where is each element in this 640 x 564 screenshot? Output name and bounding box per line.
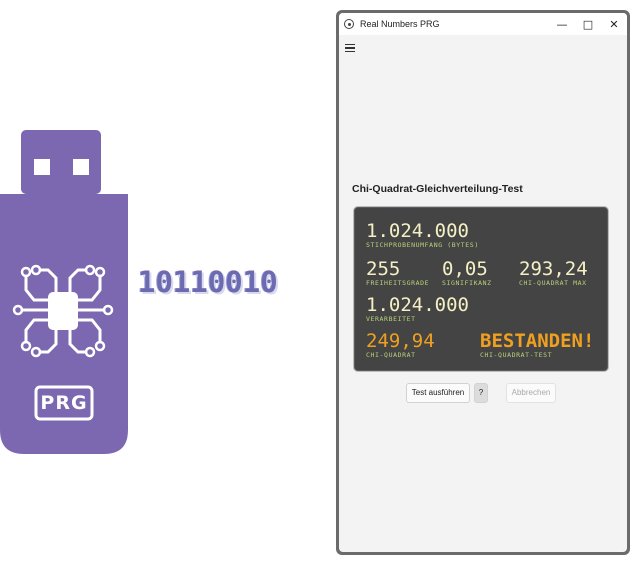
title-bar[interactable]: Real Numbers PRG — □ ✕ (339, 13, 627, 35)
chi-square-value: 249,94 (366, 330, 435, 352)
processed-label: Verarbeitet (366, 315, 416, 323)
hamburger-menu-icon[interactable] (345, 44, 355, 52)
degrees-of-freedom-value: 255 (366, 258, 401, 280)
binary-stream-text: 10110010 (138, 265, 278, 299)
minimize-button[interactable]: — (556, 17, 568, 31)
sample-size-value: 1.024.000 (366, 220, 469, 242)
cancel-button[interactable]: Abbrechen (506, 383, 556, 403)
maximize-button[interactable]: □ (582, 17, 594, 31)
run-test-button[interactable]: Test ausführen (406, 383, 470, 403)
test-result-value: BESTANDEN! (480, 330, 595, 352)
significance-label: Signifikanz (442, 279, 492, 287)
window-title: Real Numbers PRG (360, 19, 440, 29)
app-window: Real Numbers PRG — □ ✕ Chi-Quadrat-Gleic… (336, 10, 630, 555)
test-result-label: Chi-Quadrat-Test (480, 351, 553, 359)
chi-square-max-value: 293,24 (519, 258, 588, 280)
help-button[interactable]: ? (474, 383, 488, 403)
processed-value: 1.024.000 (366, 294, 469, 316)
usb-stick-illustration: PRG (0, 130, 128, 454)
chi-square-label: Chi-Quadrat (366, 351, 416, 359)
window-client-area: Real Numbers PRG — □ ✕ Chi-Quadrat-Gleic… (339, 13, 627, 552)
results-display-panel: 1.024.000 Stichprobenumfang (Bytes) 255 … (353, 206, 609, 372)
usb-stick-icon (0, 130, 128, 454)
significance-value: 0,05 (442, 258, 488, 280)
sample-size-label: Stichprobenumfang (Bytes) (366, 241, 479, 249)
page-title: Chi-Quadrat-Gleichverteilung-Test (352, 183, 523, 195)
app-icon (344, 19, 354, 29)
close-button[interactable]: ✕ (609, 17, 619, 31)
degrees-of-freedom-label: Freiheitsgrade (366, 279, 430, 287)
usb-prg-label: PRG (40, 392, 88, 414)
chi-square-max-label: Chi-Quadrat max (519, 279, 587, 287)
